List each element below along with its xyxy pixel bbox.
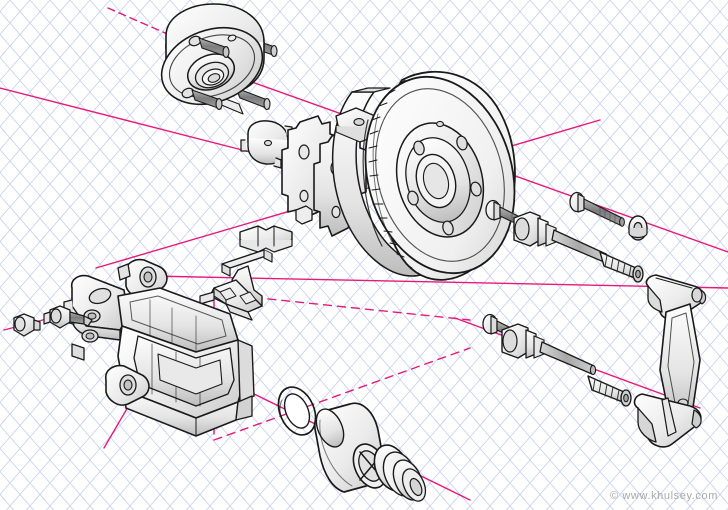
part-brake-rotor: [362, 70, 516, 281]
assembly-line-hub-lead: [107, 7, 173, 37]
part-pad-wear-sensor: [240, 120, 293, 169]
rotor-retainer-hole: [436, 120, 444, 128]
rotor-center-bore-inner: [422, 162, 450, 200]
part-piston-dust-boot: [373, 444, 427, 502]
assembly-line-mid-dash: [239, 295, 471, 321]
hub-pilot-hole: [227, 34, 237, 42]
assembly-line-bottom-run: [213, 347, 471, 441]
part-piston-seal: [277, 386, 317, 436]
part-pad-spreader-spring: [199, 249, 273, 321]
part-bleeder-cap: [13, 313, 41, 337]
rotor-lug-hole: [413, 140, 425, 156]
part-anti-rattle-clip: [239, 225, 293, 253]
part-guide-pin-boot-lower: [587, 375, 632, 407]
part-caliper-bracket: [633, 274, 707, 448]
part-guide-pin-lower: [501, 323, 597, 376]
rotor-lug-hole: [442, 220, 454, 236]
part-rotor-retainer-screw: [569, 191, 625, 227]
part-anti-rattle-clip: [295, 205, 313, 225]
part-wheel-hub: [160, 3, 278, 115]
part-washer: [628, 215, 648, 241]
part-guide-pin-boot-upper: [599, 251, 644, 283]
wheel-stud: [181, 87, 223, 110]
rotor-lug-hole: [407, 190, 419, 206]
wheel-stud: [188, 35, 230, 58]
rotor-lug-hole: [470, 181, 482, 197]
assembly-line-hub-axis: [0, 87, 251, 153]
hub-bore-core: [207, 73, 221, 83]
rotor-friction-band: [375, 88, 505, 262]
part-bleeder-screw: [43, 305, 93, 329]
part-guide-pin-upper: [513, 211, 609, 264]
rotor-lug-hole: [456, 135, 468, 151]
